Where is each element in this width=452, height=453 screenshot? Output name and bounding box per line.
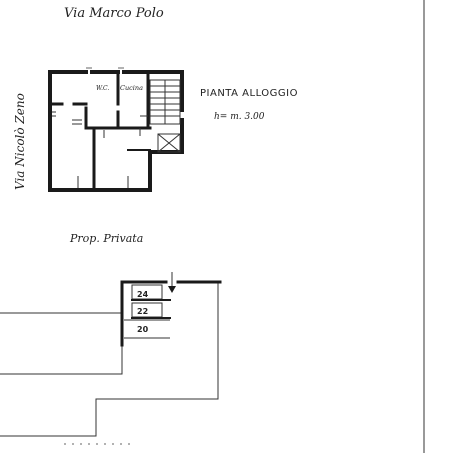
- outer-wall: [48, 70, 184, 192]
- door-marks: [52, 111, 148, 188]
- street-label-top: Via Marco Polo: [64, 6, 164, 21]
- unit-number-20: 20: [137, 325, 149, 334]
- unit-number-24: 24: [137, 290, 149, 299]
- plan-title: PIANTA ALLOGGIO: [200, 88, 298, 99]
- room-label-kitchen: Cucina: [120, 84, 143, 92]
- street-label-left: Via Nicolò Zeno: [13, 93, 27, 190]
- stair-treads: [150, 80, 180, 124]
- interior-wall-corridor: [84, 106, 152, 130]
- apartment-plan: W.C. Cucina: [48, 67, 184, 192]
- entrance-arrow-head: [168, 286, 176, 293]
- height-note: h= m. 3.00: [214, 112, 265, 122]
- shaft: [157, 133, 181, 153]
- site-outline: [0, 282, 219, 437]
- private-property-label: Prop. Privata: [69, 232, 143, 245]
- block-wall: [120, 280, 222, 347]
- outer-wall-top: [48, 70, 184, 112]
- room-label-wc: W.C.: [96, 85, 109, 92]
- unit-number-22: 22: [137, 307, 148, 316]
- unit-box-20: [124, 319, 170, 339]
- site-plan: 24 22 20: [0, 272, 222, 445]
